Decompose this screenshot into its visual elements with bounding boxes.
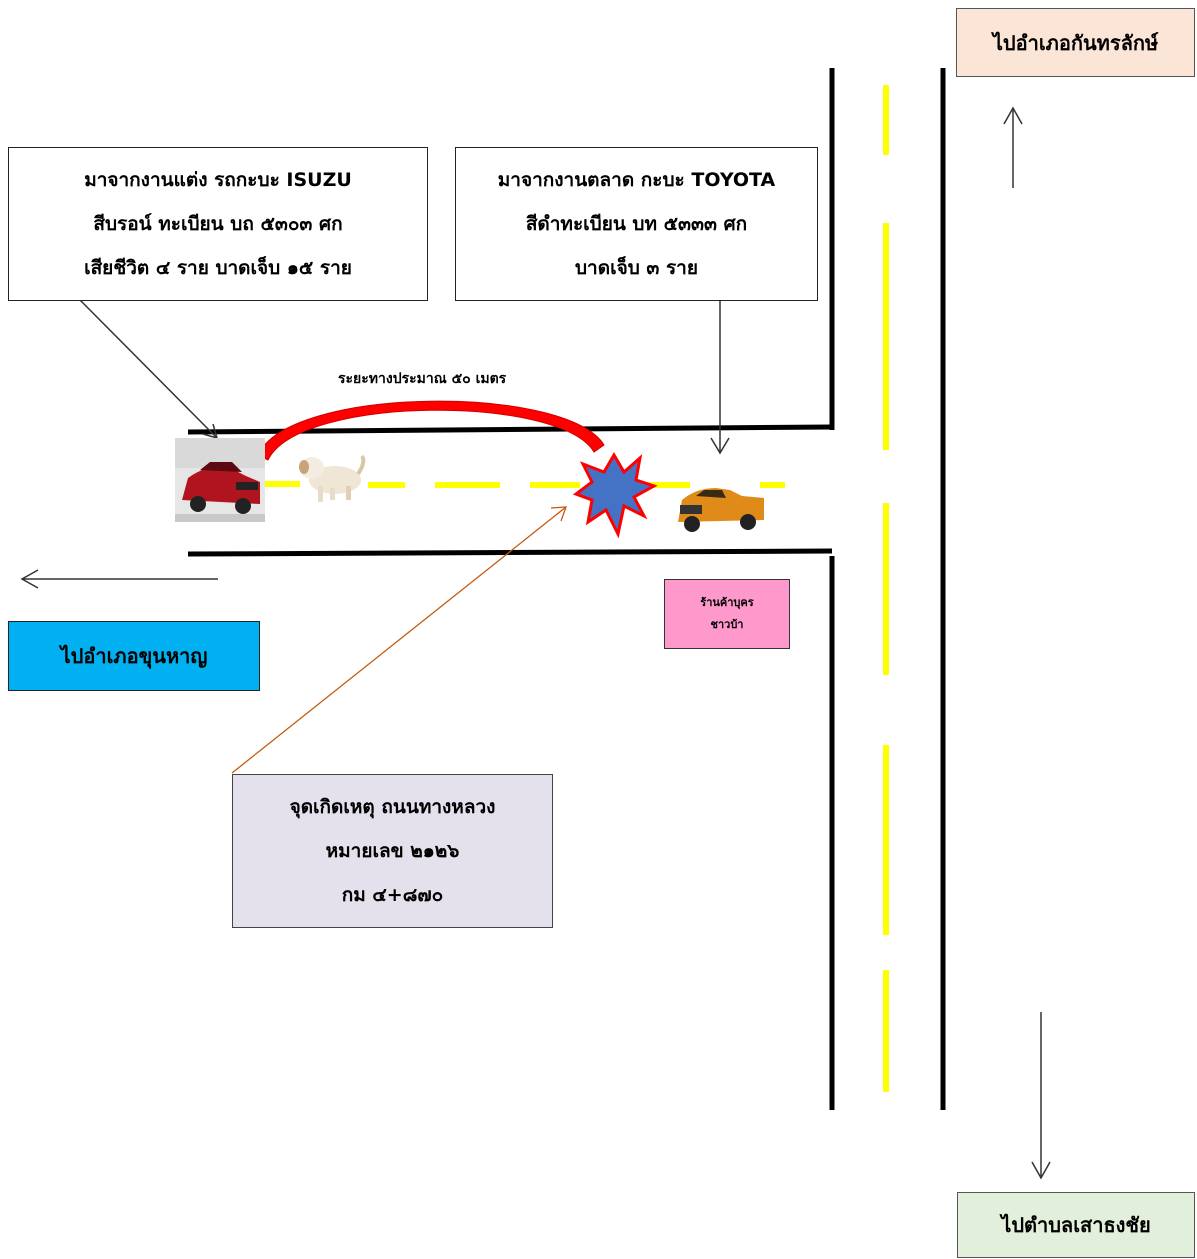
- arrow-left-icon: [20, 569, 218, 589]
- accident-location-line-3: กม ๔+๘๗๐: [341, 884, 444, 906]
- isuzu-info-line-3: เสียชีวิต ๔ ราย บาดเจ็บ ๑๕ ราย: [84, 257, 352, 279]
- isuzu-pointer-arrow: [79, 299, 219, 440]
- isuzu-info-line-1: มาจากงานแต่ง รถกะบะ ISUZU: [84, 169, 352, 191]
- isuzu-info-line-2: สีบรอน์ ทะเบียน บถ ๕๓๐๓ ศก: [93, 213, 343, 235]
- collision-burst-icon: [572, 452, 658, 539]
- store-box: ร้านค้าบุคร ชาวบ้า: [664, 579, 790, 649]
- horizontal-center-line: [265, 481, 785, 488]
- destination-khun-han-label: ไปอำเภอขุนหาญ: [60, 644, 208, 668]
- destination-khun-han: ไปอำเภอขุนหาญ: [8, 621, 260, 691]
- accident-location-line-2: หมายเลข ๒๑๒๖: [325, 840, 460, 862]
- accident-location-line-1: จุดเกิดเหตุ ถนนทางหลวง: [289, 796, 496, 818]
- toyota-info-box: มาจากงานตลาด กะบะ TOYOTA สีดำทะเบียน บท …: [455, 147, 818, 301]
- arrow-down-icon: [1031, 1012, 1051, 1180]
- red-pickup-icon: [175, 438, 265, 522]
- distance-label: ระยะทางประมาณ ๕๐ เมตร: [338, 371, 507, 387]
- orange-pickup-icon: [678, 488, 764, 532]
- accident-location-box: จุดเกิดเหตุ ถนนทางหลวง หมายเลข ๒๑๒๖ กม ๔…: [232, 774, 553, 928]
- dog-icon: [299, 454, 366, 502]
- destination-kantharalak-label: ไปอำเภอกันทรลักษ์: [992, 30, 1159, 55]
- store-label-line-2: ชาวบ้า: [710, 618, 744, 631]
- destination-kantharalak: ไปอำเภอกันทรลักษ์: [956, 8, 1195, 77]
- toyota-info-line-2: สีดำทะเบียน บท ๕๓๓๓ ศก: [525, 213, 748, 235]
- isuzu-info-box: มาจากงานแต่ง รถกะบะ ISUZU สีบรอน์ ทะเบีย…: [8, 147, 428, 301]
- toyota-info-line-1: มาจากงานตลาด กะบะ TOYOTA: [497, 169, 776, 191]
- toyota-pointer-arrow: [710, 300, 730, 455]
- destination-sao-thong-chai: ไปตำบลเสาธงชัย: [957, 1192, 1195, 1258]
- distance-arc: [257, 400, 605, 461]
- destination-sao-thong-chai-label: ไปตำบลเสาธงชัย: [1001, 1213, 1151, 1237]
- toyota-info-line-3: บาดเจ็บ ๓ ราย: [575, 257, 698, 279]
- accident-pointer-arrow: [231, 506, 567, 774]
- arrow-up-icon: [1003, 106, 1023, 188]
- store-label-line-1: ร้านค้าบุคร: [700, 596, 754, 609]
- horizontal-road-bottom-edge: [187, 548, 833, 557]
